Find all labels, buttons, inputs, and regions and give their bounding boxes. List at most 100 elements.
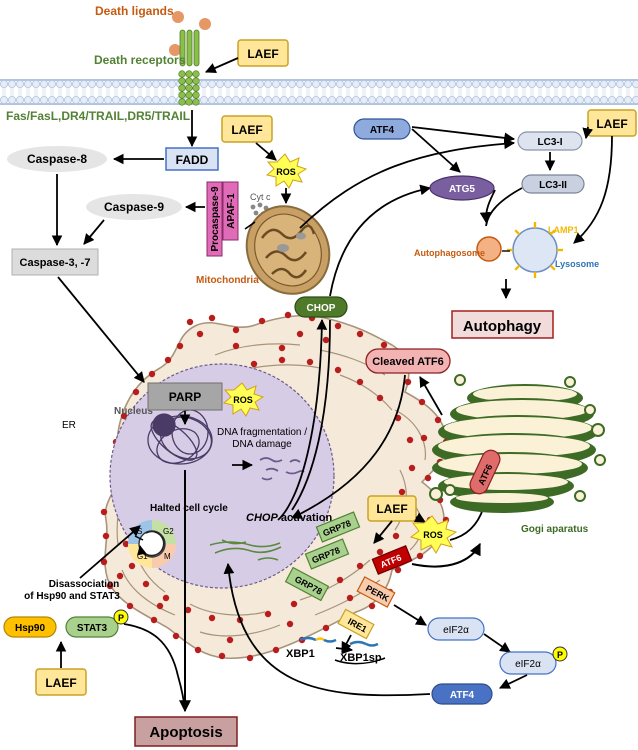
perk-box: [356, 576, 396, 608]
autophagosome-label: Autophagosome: [414, 248, 485, 258]
laef-label-er: LAEF: [376, 502, 407, 516]
caspase8-ellipse: [7, 146, 107, 172]
phase-g1-label: G1: [137, 552, 148, 561]
chop-box: [294, 296, 348, 318]
apoptosis-box: [134, 716, 238, 747]
halted-cell-cycle-label: Halted cell cycle: [150, 503, 228, 514]
phospho-label-eif2a: P: [557, 650, 563, 660]
death-receptors-label: Death receptors: [94, 53, 186, 67]
receptor-list-label: Fas/FasL,DR4/TRAIL,DR5/TRAIL: [6, 109, 190, 123]
laef-label-ros: LAEF: [231, 123, 262, 137]
ros-burst-top: [265, 153, 308, 189]
laef-label-autophagy: LAEF: [596, 117, 627, 131]
ros-burst-er: [409, 515, 458, 554]
procaspase9-label: Procaspase-9: [210, 186, 221, 251]
phospho-label-stat3: P: [118, 613, 124, 623]
procaspase9-box: [206, 181, 223, 257]
atg5-ellipse: [429, 175, 495, 201]
lamp1-label: LAMP1: [548, 225, 579, 235]
cleaved-atf6-box: [365, 348, 451, 374]
laef-label-receptor: LAEF: [247, 47, 278, 61]
grp78-ire1: [284, 566, 330, 602]
atf4-label-top: ATF4: [370, 125, 395, 136]
eif2a-label-1: eIF2α: [443, 625, 469, 636]
chop-mrna: [209, 539, 282, 561]
lysosome: [507, 222, 563, 278]
mitochondria-label: Mitochondria: [196, 275, 259, 286]
xbp1sp-label: XBP1sp: [340, 652, 382, 664]
parp-label: PARP: [169, 390, 201, 404]
atf6-er-box: [371, 545, 413, 575]
xbp1-label: XBP1: [286, 648, 315, 660]
chop-label: CHOP: [307, 303, 336, 314]
ros-label-nucleus: ROS: [233, 395, 253, 405]
grp78-atf6: [315, 511, 361, 543]
cytc-label: Cyt c: [250, 192, 271, 202]
stat3-label: STAT3: [77, 623, 108, 634]
chop-activation-word: activation: [278, 512, 333, 524]
caspase37-label: Caspase-3, -7: [20, 257, 91, 269]
eif2a-box-2: [499, 651, 557, 675]
nucleus-label: Nucleus: [114, 406, 153, 417]
lc3ii-label: LC3-II: [539, 180, 567, 191]
caspase37-box: [11, 248, 99, 276]
atf4-box-bottom: [431, 683, 493, 705]
cleaved-atf6-label: Cleaved ATF6: [372, 356, 444, 368]
grp78-perk: [304, 538, 350, 570]
caspase9-ellipse: [86, 194, 182, 220]
laef-box-ros: [221, 115, 273, 143]
hsp90-box: [3, 616, 57, 638]
lysosome-label: Lysosome: [555, 259, 599, 269]
golgi-apparatus: [429, 374, 606, 513]
chop-activation-label: CHOP activation: [246, 512, 332, 524]
apaf1-label: APAF-1: [226, 193, 237, 229]
death-ligands-label: Death ligands: [95, 4, 174, 18]
er-label: ER: [62, 420, 76, 431]
lc3i-box: [517, 131, 583, 151]
laef-box-receptor: [237, 39, 289, 67]
dna-damage-label-2: DNA damage: [232, 439, 292, 450]
atg5-label: ATG5: [449, 184, 475, 195]
autophagosome: [476, 236, 502, 262]
eif2a-box-1: [427, 617, 485, 641]
caspase9-label: Caspase-9: [104, 200, 164, 214]
autophagy-box: [451, 310, 554, 339]
death-receptor: [178, 29, 200, 106]
fadd-label: FADD: [176, 153, 209, 167]
atf6-golgi-box: [469, 449, 501, 495]
golgi-label: Gogi aparatus: [521, 524, 589, 535]
ire1-box: [337, 608, 375, 640]
autophagy-label: Autophagy: [463, 318, 542, 335]
stat3-box: [65, 616, 119, 638]
phase-g2-label: G2: [163, 527, 174, 536]
xbp1-mrna: [299, 636, 379, 647]
eif2a-label-2: eIF2α: [515, 659, 541, 670]
atf4-label-bottom: ATF4: [450, 690, 475, 701]
apoptosis-label: Apoptosis: [149, 724, 222, 741]
phase-m-label: M: [164, 552, 171, 561]
death-ligands: [169, 11, 211, 56]
dissoc-label-1: Disassociation: [49, 579, 120, 590]
phospho-badge-stat3: [113, 609, 129, 625]
parp-box: [147, 382, 223, 411]
caspase8-label: Caspase-8: [27, 152, 87, 166]
chop-activation-gene: CHOP: [246, 512, 278, 524]
dissoc-label-2: of Hsp90 and STAT3: [24, 591, 120, 602]
apaf1-box: [222, 181, 239, 241]
cell-cycle-wheel: [128, 520, 176, 568]
fadd-box: [165, 147, 219, 171]
ros-burst-nucleus: [222, 382, 265, 417]
cell-membrane: [0, 79, 638, 105]
lc3ii-box: [521, 174, 585, 194]
lc3i-label: LC3-I: [538, 137, 563, 148]
phospho-badge-eif2a: [552, 646, 568, 662]
laef-label-stat3: LAEF: [45, 676, 76, 690]
laef-box-stat3: [35, 668, 87, 696]
dna-damage-label-1: DNA fragmentation /: [217, 427, 307, 438]
ros-label-er: ROS: [423, 530, 443, 540]
atf4-box-top: [353, 118, 411, 140]
ros-label-top: ROS: [276, 167, 296, 177]
hsp90-label: Hsp90: [15, 623, 45, 634]
